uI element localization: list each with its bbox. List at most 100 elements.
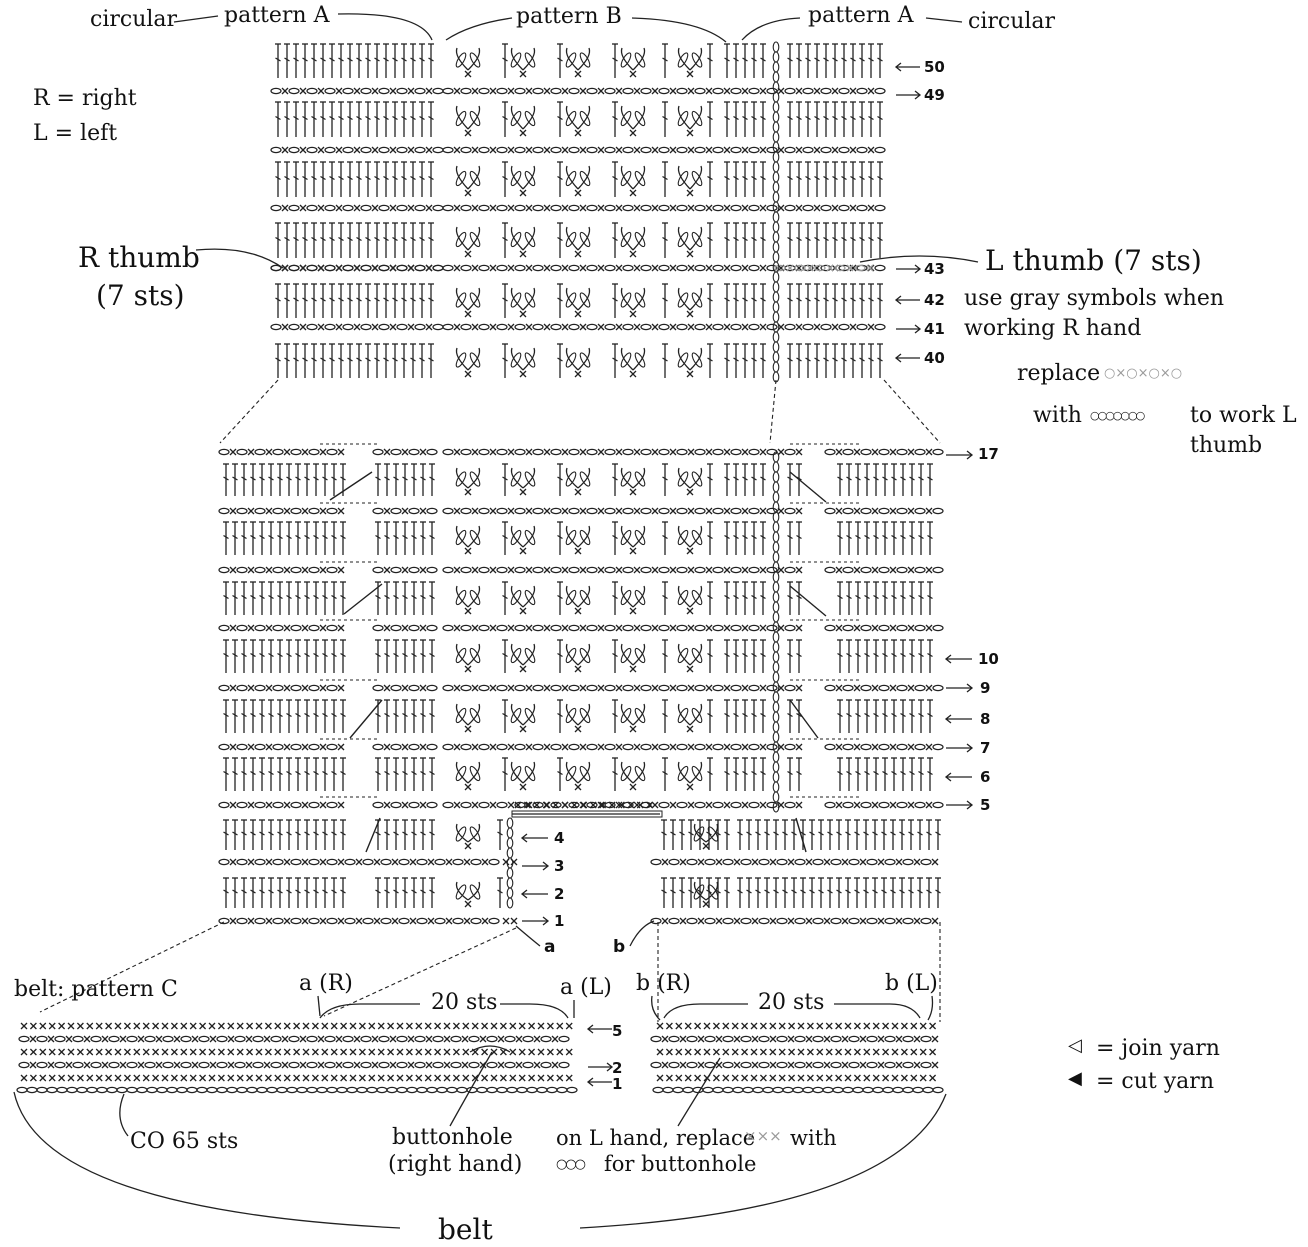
dc-slash [662, 297, 668, 302]
dc-slash [612, 115, 618, 121]
sc-stitch [705, 204, 713, 212]
chain-stitch [748, 801, 760, 809]
fan-petal [579, 110, 591, 127]
chain-stitch [694, 566, 706, 574]
dc-slash [374, 175, 380, 181]
sc-stitch [265, 801, 273, 809]
chain-stitch [426, 507, 438, 515]
chain-stitch [414, 146, 426, 154]
sc-stitch [453, 624, 461, 632]
chain-stitch [514, 566, 526, 574]
chain-stitch [414, 1061, 426, 1069]
dc-slash [733, 534, 739, 540]
sc-stitch [853, 1074, 861, 1082]
row-number-43: 43 [924, 260, 945, 278]
sc-stitch [499, 1022, 507, 1030]
sc-stitch [813, 204, 821, 212]
fan-base-sc [574, 783, 582, 791]
sc-stitch [565, 1074, 573, 1082]
chain-stitch [306, 323, 318, 331]
dc-slash [338, 297, 344, 302]
sc-stitch [401, 448, 409, 456]
sc-stitch [337, 743, 345, 751]
sc-stitch [371, 264, 379, 272]
dc-slash [277, 889, 283, 894]
chain-stitch [496, 624, 508, 632]
chain-stitch [496, 743, 508, 751]
twisted-chain [772, 781, 780, 793]
sc-stitch [633, 146, 641, 154]
dc-slash [338, 236, 344, 242]
sc-stitch [669, 507, 677, 515]
chain-stitch [532, 264, 544, 272]
chain-stitch [532, 323, 544, 331]
sc-stitch [358, 1048, 366, 1056]
dc-slash [329, 297, 335, 302]
chain-stitch [860, 448, 872, 456]
dc-slash [223, 652, 229, 658]
chain-stitch [342, 1061, 354, 1069]
fan-petal [634, 231, 646, 248]
sc-stitch [656, 1048, 664, 1056]
sc-stitch [377, 1022, 385, 1030]
dc-slash [918, 476, 924, 481]
chain-stitch [408, 566, 420, 574]
chain-stitch [308, 917, 320, 925]
chain-stitch [362, 858, 374, 866]
dc-slash [402, 534, 408, 540]
sc-stitch [787, 1035, 795, 1043]
dc-slash [917, 831, 923, 836]
sc-stitch [661, 1035, 669, 1043]
dc-slash [429, 712, 435, 718]
twisted-chain [772, 501, 780, 513]
sc-stitch [813, 323, 821, 331]
chain-stitch [920, 917, 932, 925]
fan-base-sc [686, 783, 694, 791]
dc-slash [401, 57, 407, 62]
chain-stitch [288, 1061, 300, 1069]
dc-slash [275, 297, 281, 302]
sc-stitch [424, 1074, 432, 1082]
sc-stitch [299, 264, 307, 272]
sc-stitch [518, 1048, 526, 1056]
belt-chain [336, 1086, 348, 1094]
dc-slash [837, 476, 843, 481]
chain-stitch [496, 684, 508, 692]
dc-slash [275, 115, 281, 121]
chain-stitch [254, 917, 266, 925]
sc-stitch [335, 264, 343, 272]
belt-chain [922, 1086, 934, 1094]
chain-stitch [326, 743, 338, 751]
sc-stitch [528, 1048, 536, 1056]
dc-slash [724, 297, 730, 302]
sc-stitch [769, 1048, 777, 1056]
sc-stitch [95, 1048, 103, 1056]
chain-stitch [218, 743, 230, 751]
belt-chain [496, 1086, 508, 1094]
fan-petal [691, 647, 703, 664]
chain-stitch [408, 507, 420, 515]
dc-slash [284, 236, 290, 242]
sc-stitch [58, 1074, 66, 1082]
sc-stitch [337, 448, 345, 456]
sc-stitch [387, 1074, 395, 1082]
fan-left [677, 287, 691, 311]
sc-stitch [669, 743, 677, 751]
dc-slash [823, 236, 829, 242]
chain-stitch [270, 264, 282, 272]
dc-slash [918, 652, 924, 658]
dc-slash [877, 175, 883, 181]
dc-slash [814, 57, 820, 62]
dc-slash [724, 712, 730, 718]
chain-stitch [676, 743, 688, 751]
dc-slash [365, 175, 371, 181]
dc-slash [864, 770, 870, 776]
chain-stitch [272, 801, 284, 809]
sc-stitch [687, 448, 695, 456]
chain-stitch [344, 858, 356, 866]
sc-stitch [461, 1061, 469, 1069]
fan-petal [565, 765, 577, 782]
sc-stitch [265, 624, 273, 632]
sc-stitch [319, 448, 327, 456]
fan-base-sc [519, 665, 527, 673]
